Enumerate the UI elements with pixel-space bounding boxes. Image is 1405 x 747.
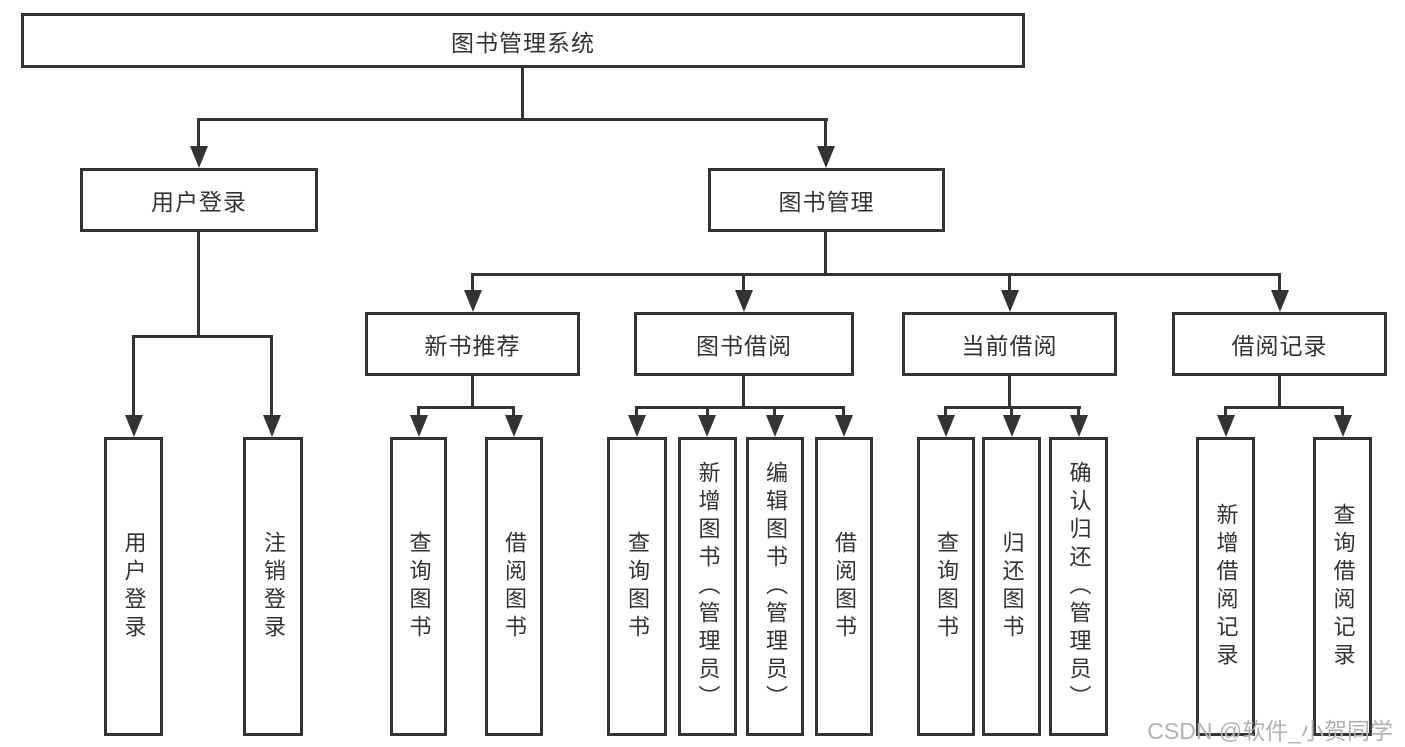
node-label: 注销登录 (261, 530, 286, 643)
node-logout-action: 注销登录 (243, 437, 303, 736)
node-confirm-return-admin: 确认归还（管理员） (1049, 437, 1108, 736)
arrow-down-icon (937, 415, 955, 437)
watermark: CSDN @软件_小贺同学 (1147, 718, 1393, 744)
connector-rail (417, 406, 515, 409)
connector-arm (742, 273, 745, 290)
arrow-down-icon (1217, 415, 1235, 437)
node-label: 图书借阅 (696, 333, 792, 359)
connector-arm (197, 118, 200, 146)
connector-arm (1008, 273, 1011, 290)
arrow-down-icon (698, 415, 716, 437)
node-label: 借阅记录 (1231, 333, 1328, 359)
node-label: 查询图书 (934, 530, 959, 643)
arrow-down-icon (464, 290, 482, 312)
connector-arm (132, 335, 135, 415)
node-book-borrowing: 图书借阅 (634, 312, 854, 376)
connector-arm (1341, 406, 1344, 416)
arrow-down-icon (1003, 415, 1021, 437)
node-label: 用户登录 (151, 189, 247, 215)
arrow-down-icon (125, 415, 143, 437)
connector-arm (1077, 406, 1080, 416)
connector-rail (197, 118, 828, 121)
node-query-books-current: 查询图书 (917, 437, 975, 736)
connector-arm (1010, 406, 1013, 416)
connector-rail (635, 406, 845, 409)
node-label: 新书推荐 (424, 333, 521, 359)
node-borrow-books-recommend: 借阅图书 (485, 437, 543, 736)
arrow-down-icon (766, 415, 784, 437)
node-library-management-system: 图书管理系统 (21, 13, 1025, 68)
node-current-borrowing: 当前借阅 (902, 312, 1117, 376)
arrow-down-icon (1271, 290, 1289, 312)
node-new-book-recommendation: 新书推荐 (365, 312, 580, 376)
arrow-down-icon (505, 415, 523, 437)
arrow-down-icon (410, 415, 428, 437)
connector-arm (824, 118, 827, 146)
connector-rail (132, 335, 273, 338)
arrow-down-icon (835, 415, 853, 437)
connector-stem (521, 68, 524, 118)
node-label: 归还图书 (999, 530, 1025, 643)
arrow-down-icon (1070, 415, 1088, 437)
node-add-borrow-record: 新增借阅记录 (1196, 437, 1255, 736)
node-label: 图书管理 (778, 189, 875, 215)
node-label: 查询借阅记录 (1330, 502, 1356, 671)
connector-arm (842, 406, 845, 416)
arrow-down-icon (1334, 415, 1352, 437)
node-add-book-admin: 新增图书（管理员） (678, 437, 737, 736)
connector-stem (1008, 376, 1011, 406)
connector-stem (742, 376, 745, 406)
connector-arm (1224, 406, 1227, 416)
node-borrowing-records: 借阅记录 (1172, 312, 1387, 376)
node-user-login-action: 用户登录 (104, 437, 163, 736)
node-label: 确认归还（管理员） (1066, 460, 1092, 713)
node-edit-book-admin: 编辑图书（管理员） (746, 437, 804, 736)
connector-rail (471, 273, 1281, 276)
node-label: 查询图书 (625, 530, 650, 643)
arrow-down-icon (628, 415, 646, 437)
arrow-down-icon (263, 415, 281, 437)
node-label: 查询图书 (406, 530, 432, 643)
connector-stem (197, 232, 200, 335)
node-user-login: 用户登录 (80, 168, 318, 232)
node-label: 当前借阅 (961, 333, 1058, 359)
connector-stem (471, 376, 474, 406)
node-query-borrow-record: 查询借阅记录 (1313, 437, 1372, 736)
node-book-management: 图书管理 (708, 168, 945, 232)
node-label: 借阅图书 (502, 530, 527, 643)
connector-arm (417, 406, 420, 416)
connector-arm (1278, 273, 1281, 290)
arrow-down-icon (817, 146, 835, 168)
arrow-down-icon (735, 290, 753, 312)
connector-arm (944, 406, 947, 416)
connector-arm (773, 406, 776, 416)
arrow-down-icon (1001, 290, 1019, 312)
connector-stem (824, 232, 827, 273)
connector-arm (270, 335, 273, 415)
node-query-books-borrow: 查询图书 (607, 437, 667, 736)
connector-arm (706, 406, 709, 416)
node-label: 新增借阅记录 (1213, 502, 1239, 671)
arrow-down-icon (190, 146, 208, 168)
node-label: 用户登录 (121, 530, 147, 643)
node-label: 图书管理系统 (451, 29, 595, 56)
node-query-books-recommend: 查询图书 (390, 437, 447, 736)
node-return-book: 归还图书 (982, 437, 1041, 736)
node-label: 编辑图书（管理员） (763, 460, 788, 713)
connector-arm (635, 406, 638, 416)
node-label: 借阅图书 (832, 530, 857, 643)
connector-arm (512, 406, 515, 416)
node-borrow-books-borrow: 借阅图书 (815, 437, 873, 736)
connector-arm (471, 273, 474, 290)
connector-stem (1278, 376, 1281, 406)
node-label: 新增图书（管理员） (695, 460, 721, 713)
connector-rail (1224, 406, 1344, 409)
